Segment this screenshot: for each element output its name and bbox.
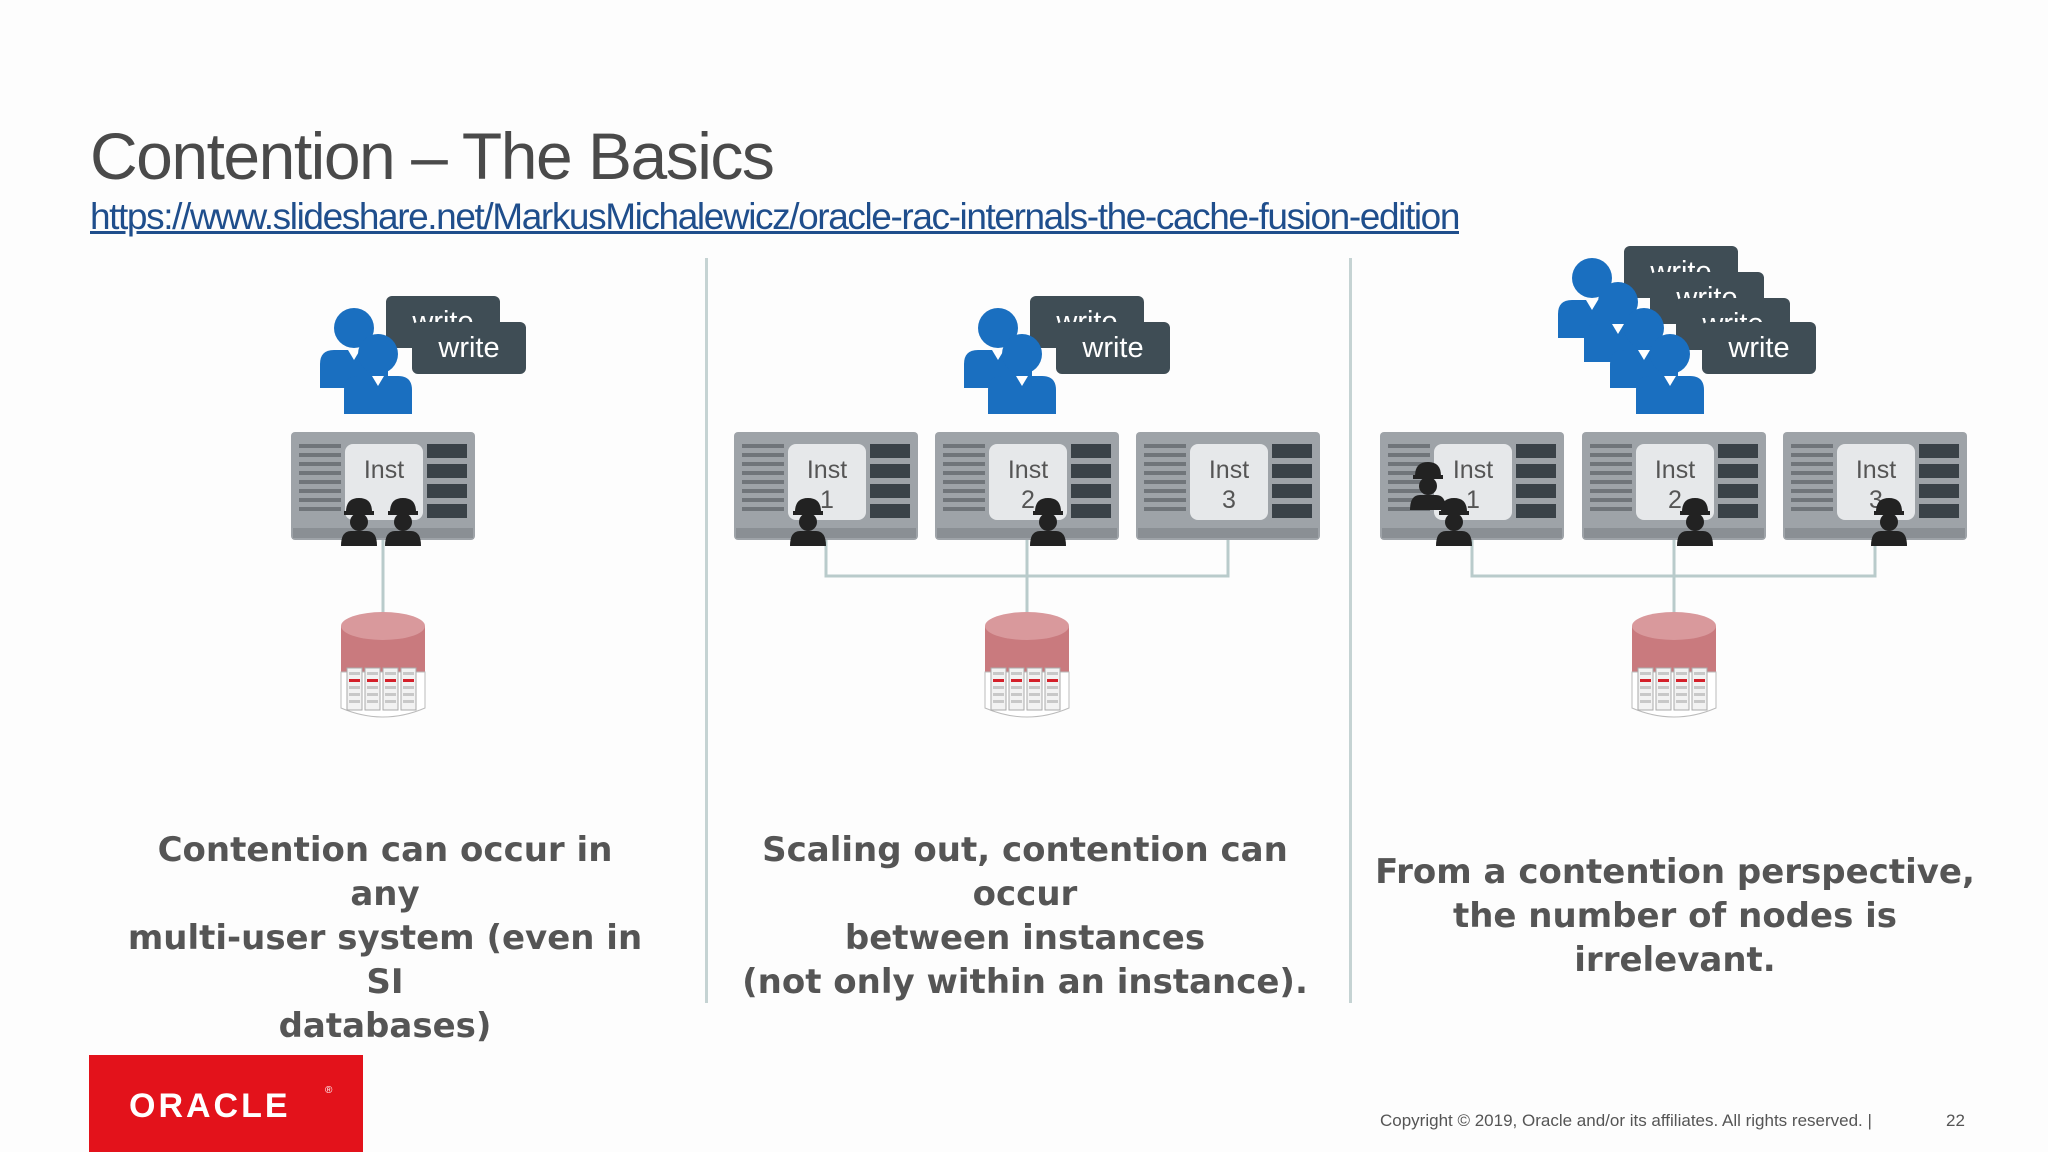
instance-label: Inst	[1209, 456, 1249, 484]
caption-line: From a contention perspective,	[1375, 852, 1975, 892]
worker-icon	[385, 498, 421, 546]
instance-label: Inst	[807, 456, 847, 484]
worker-icon	[1871, 498, 1907, 546]
caption-panel-1: Contention can occur in any multi-user s…	[120, 828, 650, 1048]
panel-multi-instance: writewriteInst1Inst2Inst3	[734, 296, 1320, 718]
worker-icon	[1030, 498, 1066, 546]
instance-number: 1	[1466, 486, 1480, 514]
oracle-logo: ORACLE ®	[89, 1055, 363, 1152]
instance-number: 1	[820, 486, 834, 514]
database-icon	[340, 612, 426, 718]
worker-icon	[1410, 462, 1446, 510]
caption-panel-2: Scaling out, contention can occur betwee…	[730, 828, 1320, 1004]
instance-number: 2	[1668, 486, 1682, 514]
page-number: 22	[1946, 1111, 1965, 1130]
user-icon	[344, 334, 412, 414]
caption-line: the number of nodes is irrelevant.	[1452, 896, 1898, 980]
write-bubble: write	[1056, 322, 1170, 374]
user-icon	[988, 334, 1056, 414]
caption-line: multi-user system (even in SI	[127, 918, 643, 1002]
caption-line: between instances	[844, 918, 1206, 958]
instance-label: Inst	[1856, 456, 1896, 484]
instance-number: 3	[1222, 486, 1236, 514]
caption-line: Scaling out, contention can occur	[762, 830, 1288, 914]
instance-label: Inst	[1008, 456, 1048, 484]
write-bubble: write	[1702, 322, 1816, 374]
instance-label: Inst	[364, 456, 404, 484]
caption-line: databases)	[278, 1006, 492, 1046]
caption-line: (not only within an instance).	[742, 962, 1308, 1002]
source-link[interactable]: https://www.slideshare.net/MarkusMichale…	[90, 196, 1460, 237]
registered-mark: ®	[325, 1085, 333, 1096]
panel-single-instance: writewriteInst	[291, 296, 526, 718]
panel-node-independence: writewritewritewriteInst1Inst2Inst3	[1380, 246, 1967, 718]
caption-panel-3: From a contention perspective, the numbe…	[1370, 850, 1980, 982]
server-instance: Inst	[291, 432, 475, 546]
database-icon	[1631, 612, 1717, 718]
user-icon	[1636, 334, 1704, 414]
worker-icon	[1436, 498, 1472, 546]
instance-number: 2	[1021, 486, 1035, 514]
slide-title: Contention – The Basics	[90, 119, 775, 193]
oracle-logo-text: ORACLE	[129, 1087, 291, 1125]
worker-icon	[790, 498, 826, 546]
write-label: write	[437, 332, 499, 364]
instance-label: Inst	[1655, 456, 1695, 484]
divider-left	[705, 258, 708, 1003]
instance-label: Inst	[1453, 456, 1493, 484]
divider-right	[1349, 258, 1352, 1003]
caption-line: Contention can occur in any	[157, 830, 613, 914]
write-label: write	[1081, 332, 1143, 364]
copyright-notice: Copyright © 2019, Oracle and/or its affi…	[1380, 1111, 1872, 1130]
worker-icon	[341, 498, 377, 546]
worker-icon	[1677, 498, 1713, 546]
database-icon	[984, 612, 1070, 718]
write-bubble: write	[412, 322, 526, 374]
write-label: write	[1727, 332, 1789, 364]
